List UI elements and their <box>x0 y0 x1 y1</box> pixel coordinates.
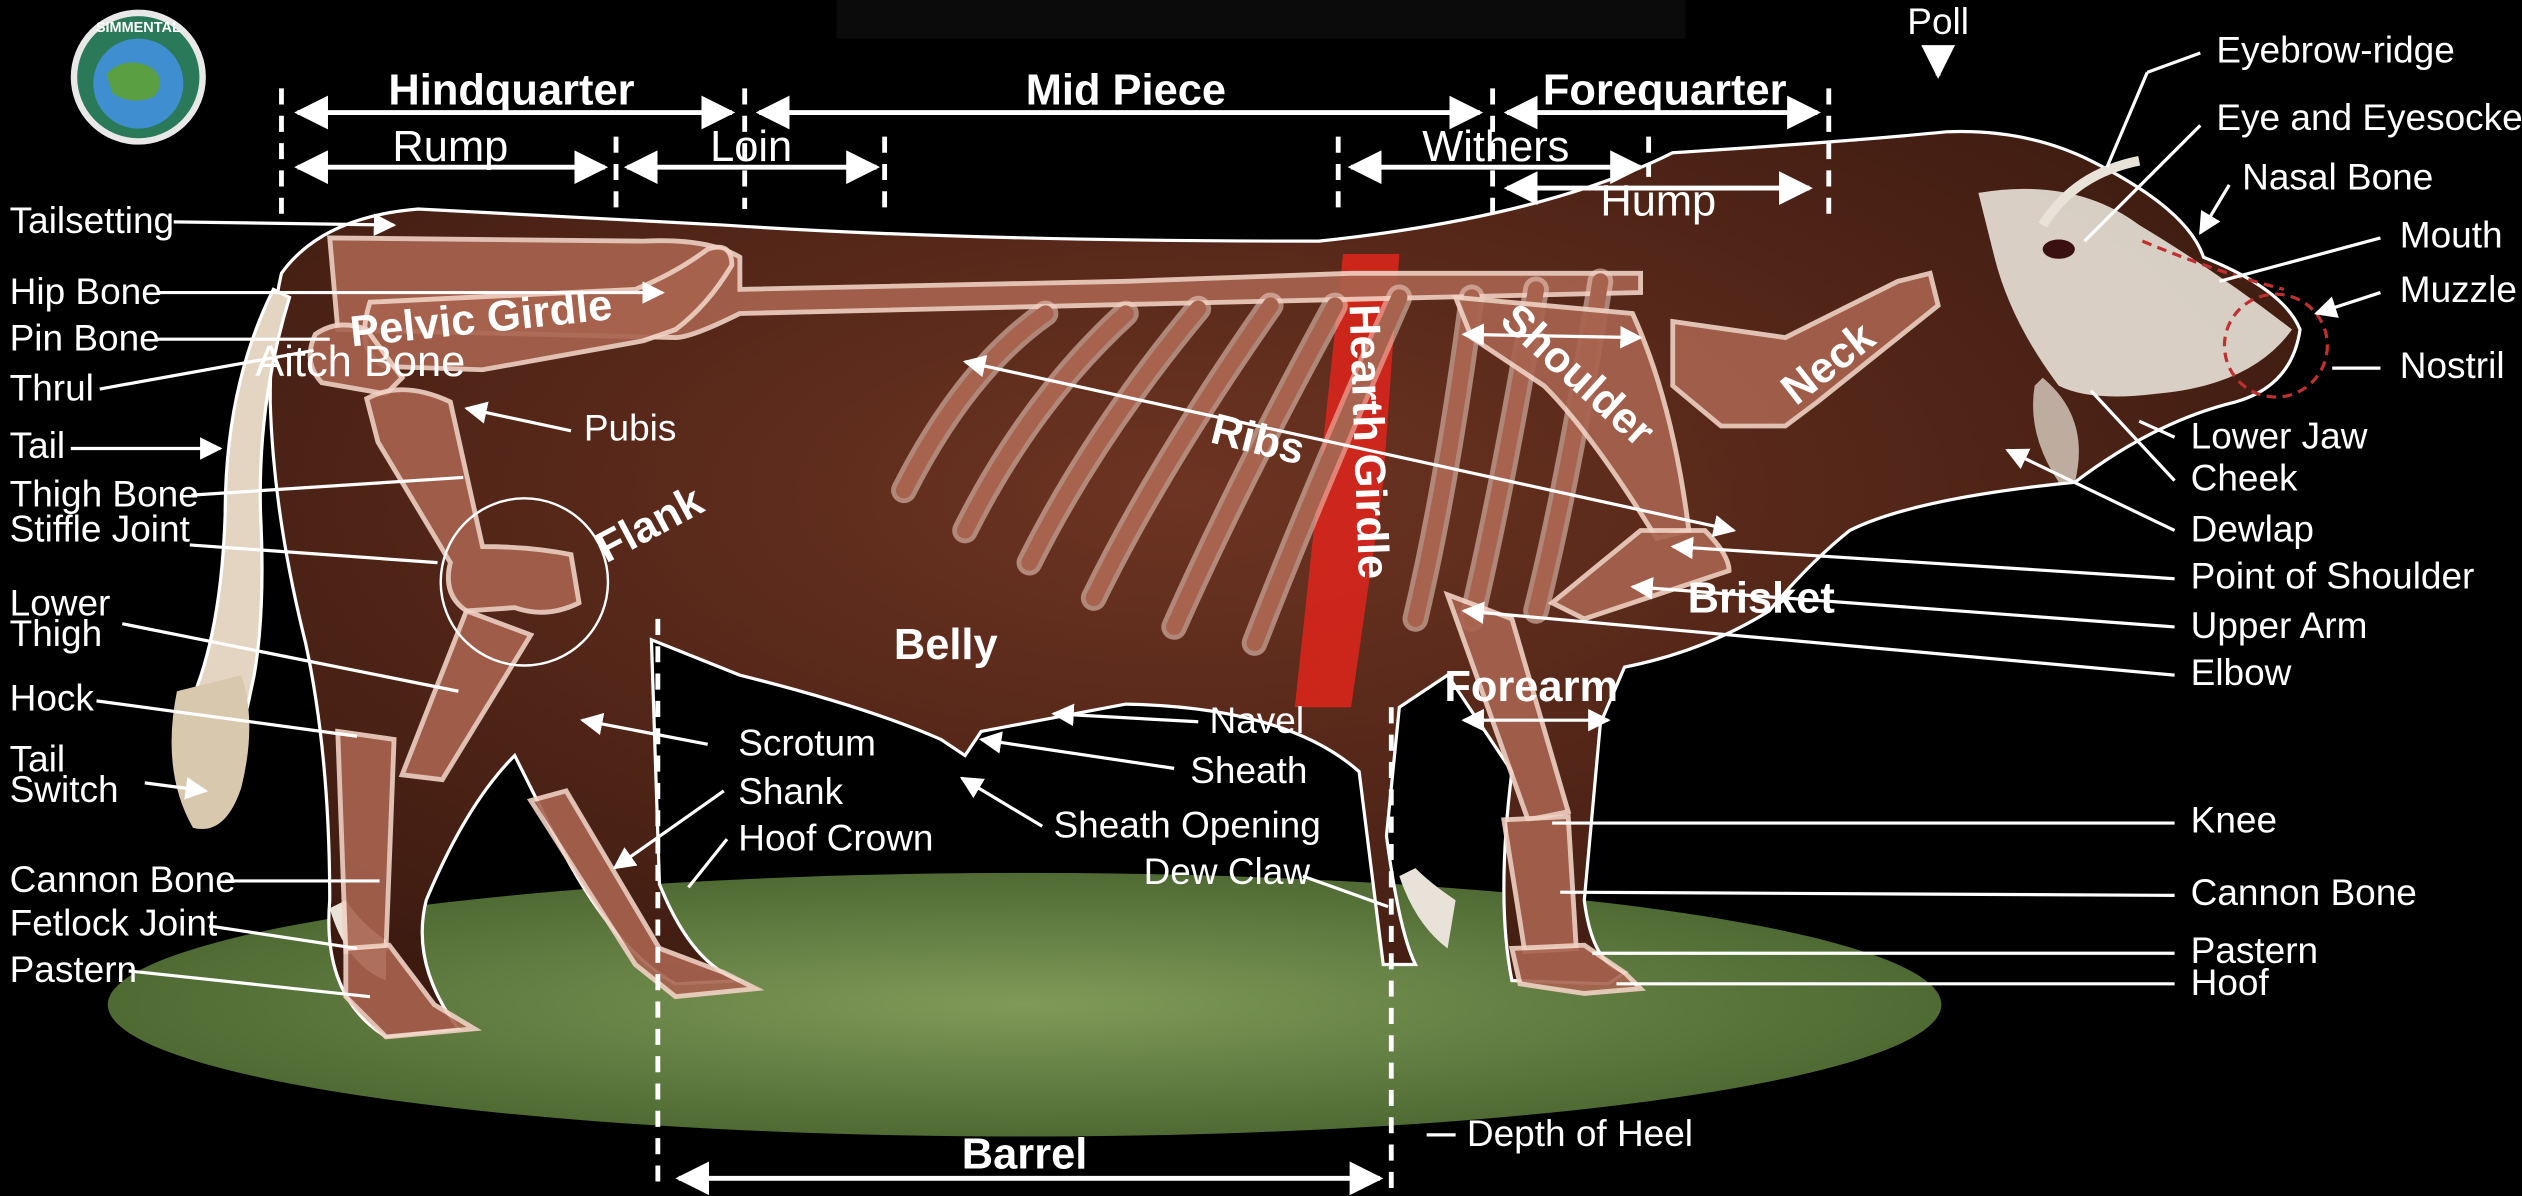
label-tailsetting: Tailsetting <box>10 200 174 241</box>
label-belly: Belly <box>894 621 998 669</box>
subsection-loin: Loin <box>710 123 792 171</box>
label-barrel: Barrel <box>962 1131 1088 1179</box>
label-poll: Poll <box>1907 1 1969 42</box>
logo-seal: SIMMENTAL <box>74 13 203 142</box>
label-shank: Shank <box>738 771 843 812</box>
label-upper-arm: Upper Arm <box>2191 605 2368 646</box>
label-pubis: Pubis <box>584 407 677 448</box>
label-point-of-shoulder: Point of Shoulder <box>2191 555 2475 596</box>
label-lower-thigh: Lower Thigh <box>10 583 121 655</box>
label-tail-switch-line2: Switch <box>10 769 119 810</box>
label-eyebrow-ridge: Eyebrow-ridge <box>2216 30 2454 71</box>
label-hoof-crown: Hoof Crown <box>738 817 933 858</box>
label-thrul: Thrul <box>10 367 94 408</box>
label-tail: Tail <box>10 425 65 466</box>
label-fetlock-joint: Fetlock Joint <box>10 903 218 944</box>
label-aitch-bone: Aitch Bone <box>255 338 465 386</box>
label-cannon-bone-front: Cannon Bone <box>2191 872 2417 913</box>
subsection-hump: Hump <box>1600 177 1716 225</box>
label-scrotum: Scrotum <box>738 723 876 764</box>
top-bar <box>836 0 1685 39</box>
label-mouth: Mouth <box>2400 215 2503 256</box>
label-lower-jaw: Lower Jaw <box>2191 416 2368 457</box>
label-elbow: Elbow <box>2191 652 2292 693</box>
label-hoof: Hoof <box>2191 962 2270 1003</box>
logo-text: SIMMENTAL <box>96 20 181 36</box>
label-dewlap: Dewlap <box>2191 509 2314 550</box>
section-forequarter: Forequarter <box>1543 66 1787 114</box>
label-nasal-bone: Nasal Bone <box>2242 157 2433 198</box>
label-sheath: Sheath <box>1190 750 1307 791</box>
label-hip-bone: Hip Bone <box>10 271 162 312</box>
label-cannon-bone-rear: Cannon Bone <box>10 859 236 900</box>
label-hearth-girdle: Hearth Girdle <box>1339 303 1397 579</box>
label-knee: Knee <box>2191 800 2277 841</box>
label-cheek: Cheek <box>2191 457 2298 498</box>
label-tail-switch: Tail Switch <box>10 739 119 811</box>
label-navel: Navel <box>1210 700 1305 741</box>
subsection-withers: Withers <box>1422 123 1569 171</box>
subsection-rump: Rump <box>392 123 508 171</box>
label-lower-thigh-line2: Thigh <box>10 613 103 654</box>
label-sheath-opening: Sheath Opening <box>1054 805 1321 846</box>
section-mid-piece: Mid Piece <box>1026 66 1226 114</box>
label-pin-bone: Pin Bone <box>10 317 160 358</box>
label-nostril: Nostril <box>2400 345 2505 386</box>
label-forearm: Forearm <box>1444 663 1618 711</box>
section-hindquarter: Hindquarter <box>388 66 634 114</box>
label-pastern-rear: Pastern <box>10 949 137 990</box>
label-stiffle-joint: Stiffle Joint <box>10 509 190 550</box>
label-brisket: Brisket <box>1688 574 1835 622</box>
label-hock: Hock <box>10 678 95 719</box>
label-eye-and-eyesocket: Eye and Eyesocket <box>2216 97 2522 138</box>
label-depth-of-heel: Depth of Heel <box>1467 1113 1693 1154</box>
label-muzzle: Muzzle <box>2400 269 2517 310</box>
label-dew-claw: Dew Claw <box>1144 851 1311 892</box>
